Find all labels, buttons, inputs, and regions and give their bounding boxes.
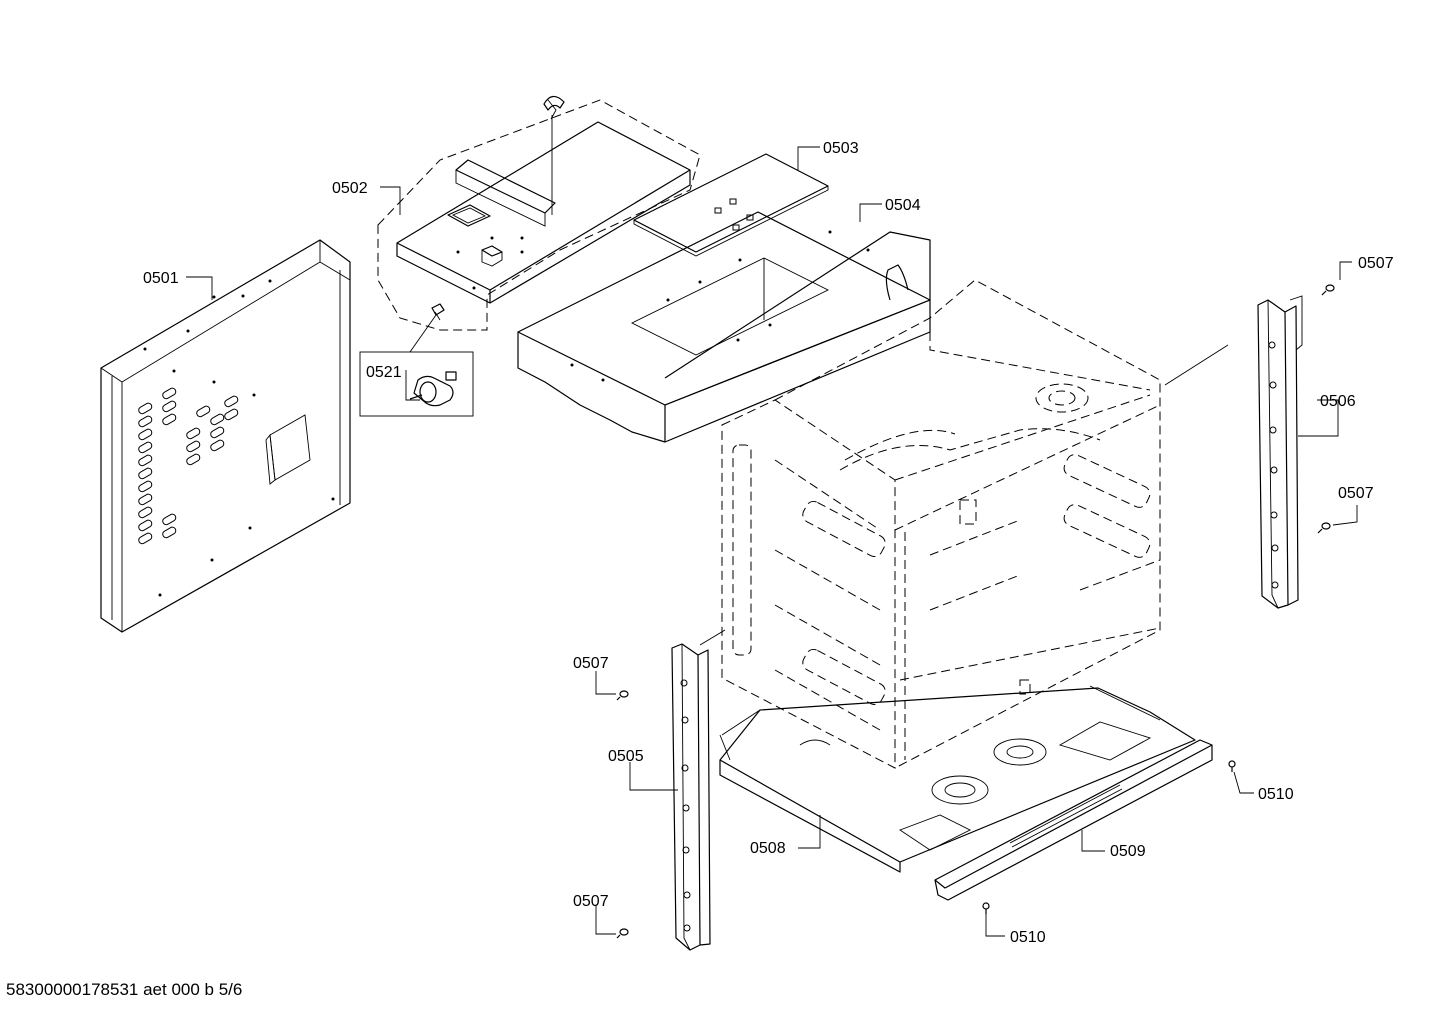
part-labels: 0501 0502 0503 0504 0505 0506 0507 0507 … (143, 140, 1394, 946)
label-0510: 0510 (1258, 786, 1294, 803)
screw-icon (982, 902, 990, 914)
label-0509: 0509 (1110, 843, 1146, 860)
screw-icon (1321, 284, 1335, 296)
ventilation-slots (138, 387, 239, 545)
cover-plate-0503 (633, 153, 829, 257)
electronics-assembly-0502 (377, 95, 701, 331)
screws-0507 (616, 284, 1335, 939)
top-frame-0504 (517, 211, 931, 443)
label-0505: 0505 (608, 748, 644, 765)
side-panel-0501 (100, 239, 351, 633)
screw-icon (616, 928, 629, 939)
label-0507: 0507 (1358, 255, 1394, 272)
label-0501: 0501 (143, 270, 179, 287)
left-rail-0505 (671, 643, 711, 951)
drawing-number: 58300000178531 aet 000 b 5/6 (6, 980, 243, 999)
rail-strip-0509 (934, 739, 1213, 901)
label-0502: 0502 (332, 180, 368, 197)
label-0506: 0506 (1320, 393, 1356, 410)
label-0507: 0507 (573, 893, 609, 910)
leader-lines (186, 146, 1358, 937)
sensor-0521 (359, 303, 474, 417)
label-0521: 0521 (366, 364, 402, 381)
label-0508: 0508 (750, 840, 786, 857)
bottom-plate-0508 (719, 685, 1196, 873)
label-0504: 0504 (885, 197, 921, 214)
label-0507: 0507 (1338, 485, 1374, 502)
oven-cavity (721, 279, 1161, 769)
right-rail-0506 (1257, 295, 1303, 609)
screw-icon (1317, 522, 1331, 534)
label-0503: 0503 (823, 140, 859, 157)
screw-icon (616, 690, 629, 701)
label-0507: 0507 (573, 655, 609, 672)
screw-icon (1228, 760, 1236, 772)
label-0510: 0510 (1010, 929, 1046, 946)
